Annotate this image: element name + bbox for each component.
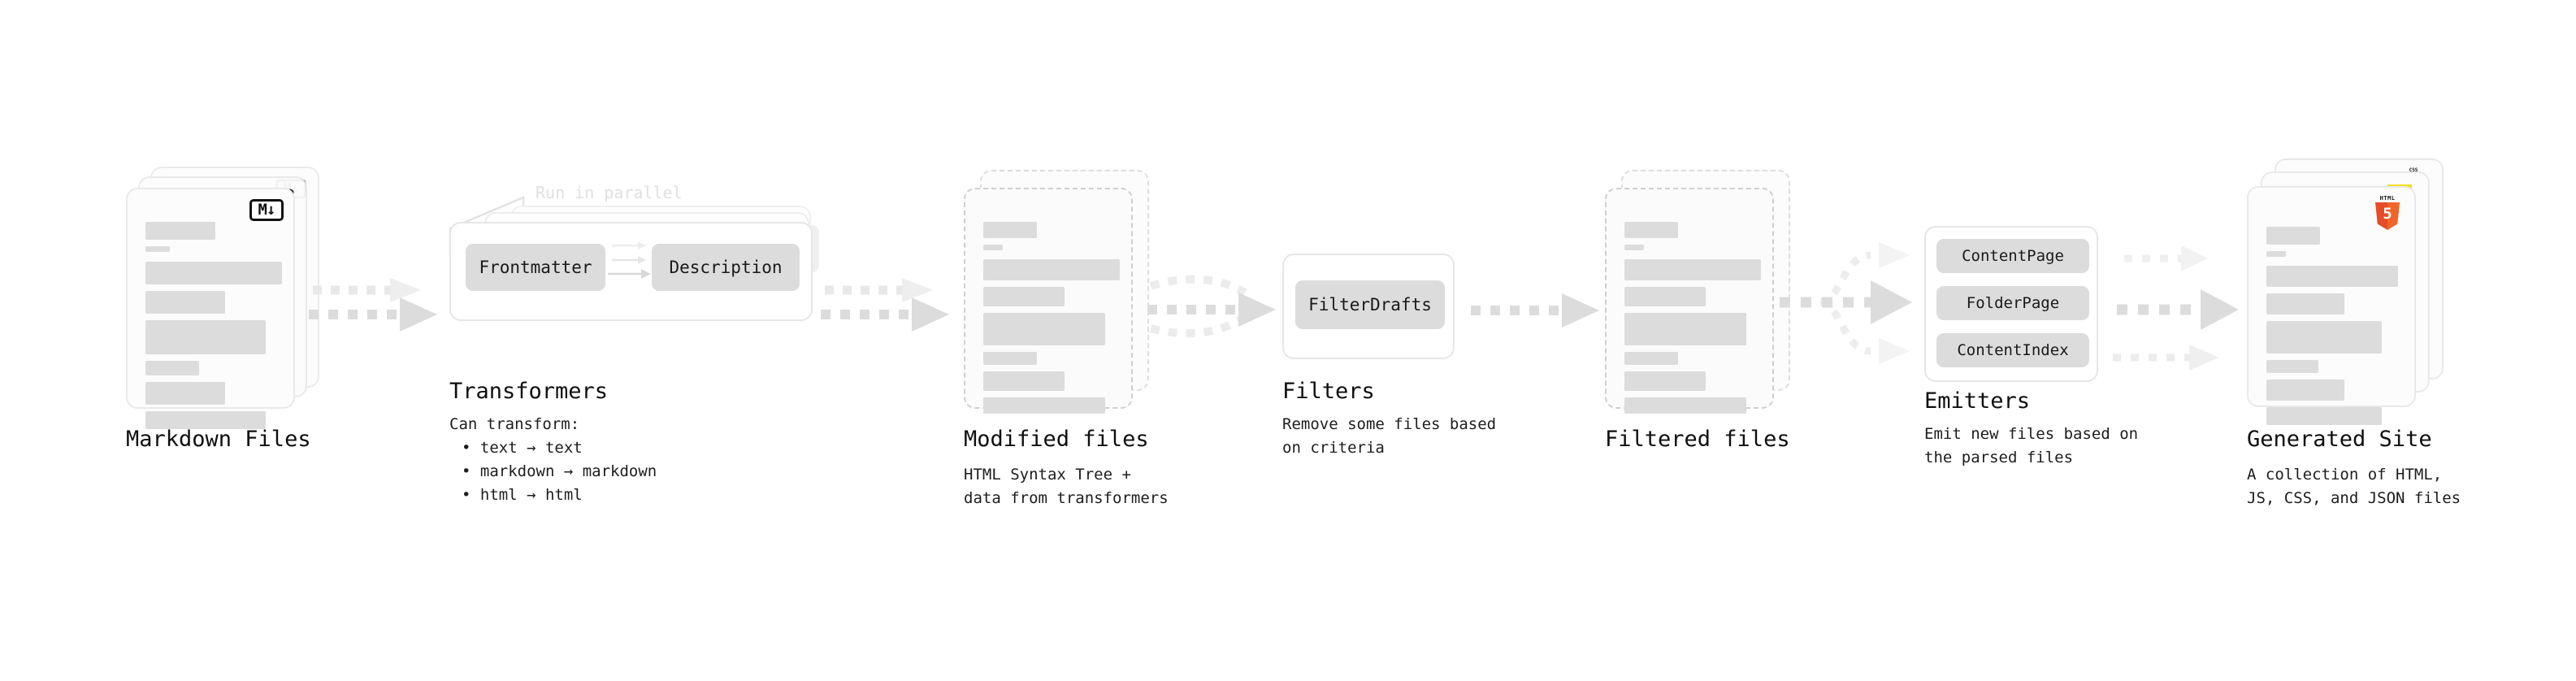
transformer-pill-description[interactable]: Description [652, 244, 800, 291]
html5-icon-number: 5 [2383, 205, 2392, 223]
card-placeholder-bars [145, 222, 282, 436]
emitter-pill-folderpage[interactable]: FolderPage [1936, 286, 2089, 320]
placeholder-bar [145, 262, 282, 284]
stage-title-emitters: Emitters [1924, 388, 2031, 414]
stage-title-filtered-files: Filtered files [1605, 427, 1790, 452]
connector-modified-to-filters [1147, 275, 1276, 338]
connector-transformers-to-modified [821, 278, 949, 332]
placeholder-bar [1624, 222, 1678, 238]
placeholder-bar [2266, 407, 2382, 425]
html5-icon-label: HTML [2379, 195, 2396, 202]
stage-subtitle-generated-site: A collection of HTML, JS, CSS, and JSON … [2247, 466, 2461, 507]
connector-filters-to-filtered [1471, 293, 1599, 327]
stage-title-generated-site: Generated Site [2247, 427, 2432, 452]
card-placeholder-bars [1624, 222, 1761, 420]
html5-icon-shield: 5 [2375, 202, 2400, 230]
transformer-inner-arrows [608, 241, 651, 279]
placeholder-bar [1624, 397, 1746, 414]
card-placeholder-bars [983, 222, 1120, 420]
html5-icon: HTML 5 [2374, 196, 2401, 232]
placeholder-bar [983, 313, 1105, 345]
css-icon-label: CSS [2409, 167, 2418, 173]
placeholder-bar [983, 352, 1037, 365]
filter-box[interactable]: FilterDrafts [1282, 254, 1455, 359]
placeholder-bar [145, 320, 266, 354]
placeholder-bar [983, 245, 1003, 250]
placeholder-bar [2266, 251, 2286, 257]
markdown-icon: M↓ [249, 199, 284, 221]
connector-filtered-to-emitters-split [1780, 242, 1912, 364]
placeholder-bar [2266, 266, 2398, 287]
placeholder-bar [2266, 227, 2320, 245]
placeholder-bar [1624, 245, 1644, 250]
placeholder-bar [1624, 287, 1706, 306]
placeholder-bar [2266, 321, 2382, 354]
placeholder-bar [983, 397, 1105, 414]
transformer-pill-frontmatter[interactable]: Frontmatter [466, 244, 605, 291]
placeholder-bar [1624, 371, 1706, 391]
placeholder-bar [145, 246, 170, 252]
run-in-parallel-label: Run in parallel [536, 183, 683, 202]
emitter-box[interactable]: ContentPage FolderPage ContentIndex [1924, 226, 2098, 382]
stage-subtitle-transformers: Can transform: [449, 415, 580, 433]
connector-markdown-to-transformers [309, 278, 437, 332]
placeholder-bar [983, 222, 1037, 238]
stage-title-transformers: Transformers [449, 379, 609, 404]
card-placeholder-bars [2266, 227, 2403, 432]
transformer-box-front[interactable]: Frontmatter Description [449, 222, 813, 321]
placeholder-bar [145, 361, 199, 375]
placeholder-bar [145, 222, 215, 240]
placeholder-bar [1624, 313, 1746, 345]
emitter-pill-contentindex[interactable]: ContentIndex [1936, 333, 2089, 367]
transformers-bullet-1: • text → text [462, 439, 583, 457]
transformers-bullet-2: • markdown → markdown [462, 462, 657, 480]
stage-title-modified-files: Modified files [964, 427, 1149, 452]
connector-emitters-to-site [2113, 245, 2239, 371]
modified-file-card-front [964, 188, 1133, 414]
stage-title-markdown-files: Markdown Files [126, 427, 311, 452]
site-file-card-front-html: HTML 5 [2247, 186, 2416, 425]
stage-subtitle-filters: Remove some files based on criteria [1282, 415, 1497, 457]
placeholder-bar [2266, 380, 2344, 401]
placeholder-bar [1624, 352, 1678, 365]
emitter-pill-contentpage[interactable]: ContentPage [1936, 239, 2089, 273]
stage-subtitle-emitters: Emit new files based on the parsed files [1924, 425, 2139, 466]
filter-pill-filterdrafts[interactable]: FilterDrafts [1295, 280, 1445, 329]
placeholder-bar [2266, 360, 2318, 373]
stage-subtitle-modified-files: HTML Syntax Tree + data from transformer… [964, 466, 1169, 507]
transformers-bullet-3: • html → html [462, 486, 583, 504]
placeholder-bar [145, 382, 225, 405]
placeholder-bar [145, 411, 266, 429]
stage-title-filters: Filters [1282, 379, 1375, 404]
placeholder-bar [983, 287, 1065, 306]
markdown-file-card-front: M↓ [126, 188, 295, 429]
placeholder-bar [983, 371, 1065, 391]
filtered-file-card-front [1605, 188, 1774, 414]
placeholder-bar [145, 291, 225, 314]
placeholder-bar [2266, 293, 2344, 314]
placeholder-bar [1624, 259, 1761, 280]
placeholder-bar [983, 259, 1120, 280]
